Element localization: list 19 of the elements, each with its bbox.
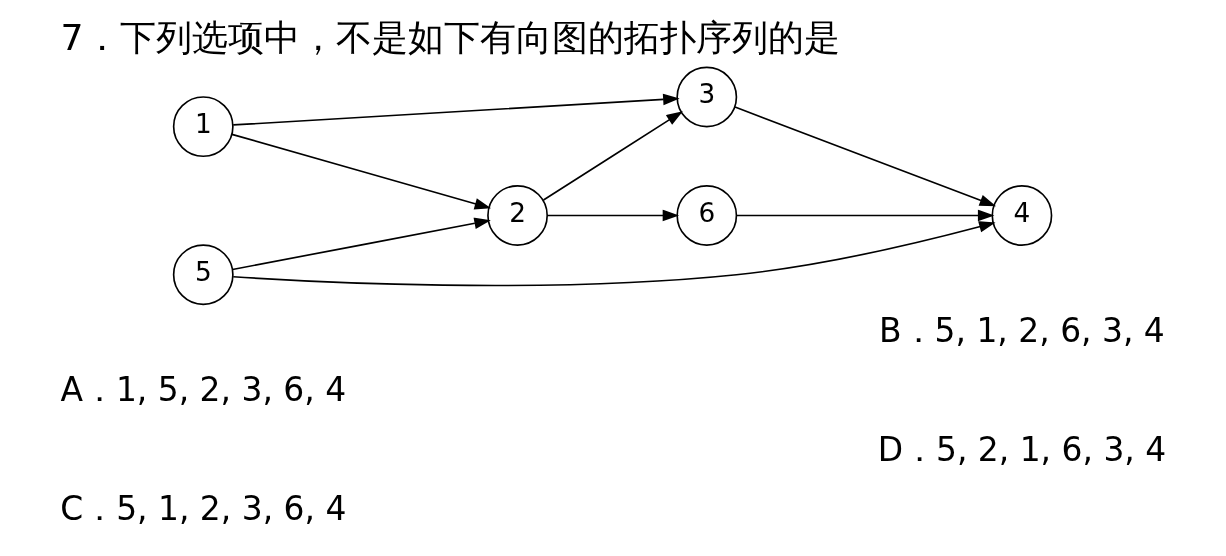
arrow: [546, 209, 680, 222]
arrow: [232, 93, 680, 126]
arrow: [232, 221, 996, 287]
node-circle: 1: [172, 96, 234, 158]
arrow: [231, 133, 492, 210]
node-circle: 6: [676, 185, 738, 246]
label: B．5, 1, 2, 6, 3, 4: [879, 311, 1165, 351]
label: A．1, 5, 2, 3, 6, 4: [60, 370, 347, 410]
arrow: [542, 111, 683, 201]
node-circle: 5: [172, 244, 234, 306]
node-circle: 3: [676, 66, 738, 128]
label: D．5, 2, 1, 6, 3, 4: [877, 429, 1167, 469]
diagram-title: 7．下列选项中，不是如下有向图的拓扑序列的是: [60, 16, 840, 60]
arrow: [734, 106, 997, 207]
arrow: [735, 209, 995, 222]
node-circle: 4: [991, 185, 1053, 246]
arrow: [231, 217, 491, 271]
label: C．5, 1, 2, 3, 6, 4: [60, 488, 347, 528]
node-circle: 2: [487, 185, 548, 246]
